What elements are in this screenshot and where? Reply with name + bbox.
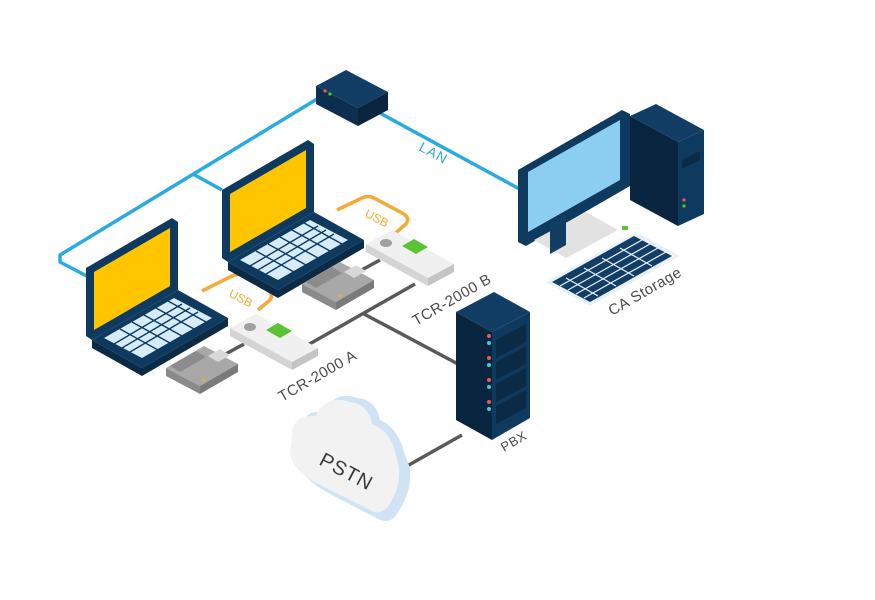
phone-display — [344, 265, 366, 278]
network-switch[interactable] — [316, 70, 388, 126]
tcr-2000-a-recorder[interactable] — [230, 314, 318, 370]
ca-storage-pc[interactable] — [518, 104, 704, 306]
trunk-cable-pbx-to-pstn — [399, 433, 463, 472]
keyboard[interactable] — [546, 232, 680, 306]
desk-phone-a[interactable] — [166, 346, 238, 394]
laptop-2[interactable] — [222, 140, 364, 298]
usb-cable-laptop-2-tcr-b — [336, 194, 410, 238]
usb-label-laptop-1: USB — [227, 286, 255, 310]
trunk-cable-tcr-a-tcr-b — [305, 282, 416, 348]
status-led-green — [328, 92, 332, 96]
desk-phone-b[interactable] — [302, 262, 374, 310]
laptop-screen — [230, 150, 306, 252]
monitor-screen — [528, 120, 620, 232]
handset — [306, 267, 342, 288]
laptop-1[interactable] — [86, 218, 228, 376]
recorder-display — [402, 239, 428, 254]
laptop-screen — [94, 228, 170, 330]
status-led-red — [323, 89, 327, 93]
lan-cable-branch-laptop-2 — [192, 172, 223, 192]
cloud-face — [290, 399, 400, 513]
rack-units — [487, 324, 526, 424]
pstn-cloud[interactable] — [290, 395, 411, 521]
phone-display — [208, 349, 230, 362]
usb-label-laptop-2: USB — [363, 206, 391, 230]
lan-cable-switch-to-laptops — [58, 94, 323, 285]
tcr-2000-b-recorder[interactable] — [366, 230, 454, 286]
pbx-server-rack[interactable] — [456, 292, 530, 440]
handset — [170, 351, 206, 372]
recorder-display — [266, 323, 292, 338]
trunk-cable-to-pbx — [363, 312, 459, 366]
lan-cable-switch-to-storage — [377, 110, 526, 194]
lan-label: LAN — [417, 139, 451, 167]
